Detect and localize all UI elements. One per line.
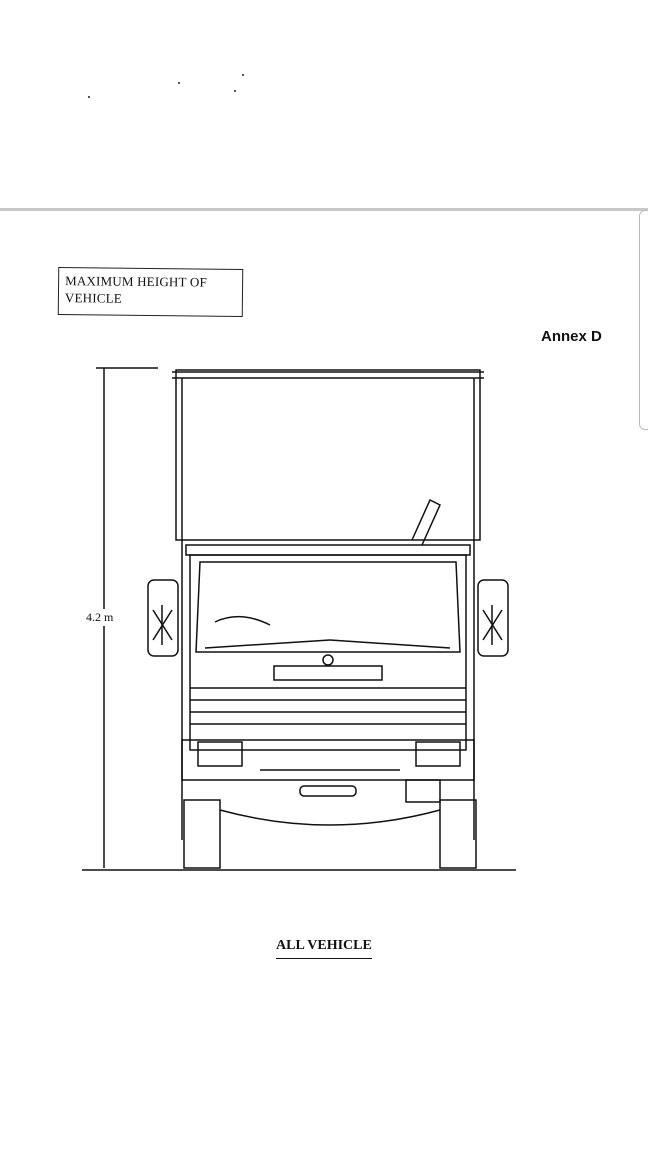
headlamp-left [197, 741, 243, 767]
name-plate [273, 665, 383, 681]
scan-speck [242, 74, 244, 76]
windscreen [195, 561, 461, 653]
page-divider [0, 208, 648, 211]
scan-speck [88, 96, 90, 98]
wheel-right [439, 799, 477, 869]
mirror-right [477, 579, 509, 657]
scan-speck [178, 82, 180, 84]
steering-wheel [214, 616, 271, 626]
headlamp-right [415, 741, 461, 767]
bumper [181, 739, 475, 781]
annex-label: Annex D [541, 328, 602, 345]
wheel-left [183, 799, 221, 869]
cargo-box [175, 369, 481, 541]
cab-body [189, 554, 467, 751]
cab-roof [185, 544, 471, 556]
scrollbar-handle[interactable] [639, 210, 648, 430]
scan-speck [234, 90, 236, 92]
mirror-left [147, 579, 179, 657]
figure-caption: ALL VEHICLE [276, 938, 372, 959]
number-plate [405, 779, 441, 803]
axle [219, 809, 441, 826]
badge [322, 654, 334, 666]
exhaust-pipe [411, 498, 441, 546]
height-dimension-label: 4.2 m [86, 609, 114, 626]
